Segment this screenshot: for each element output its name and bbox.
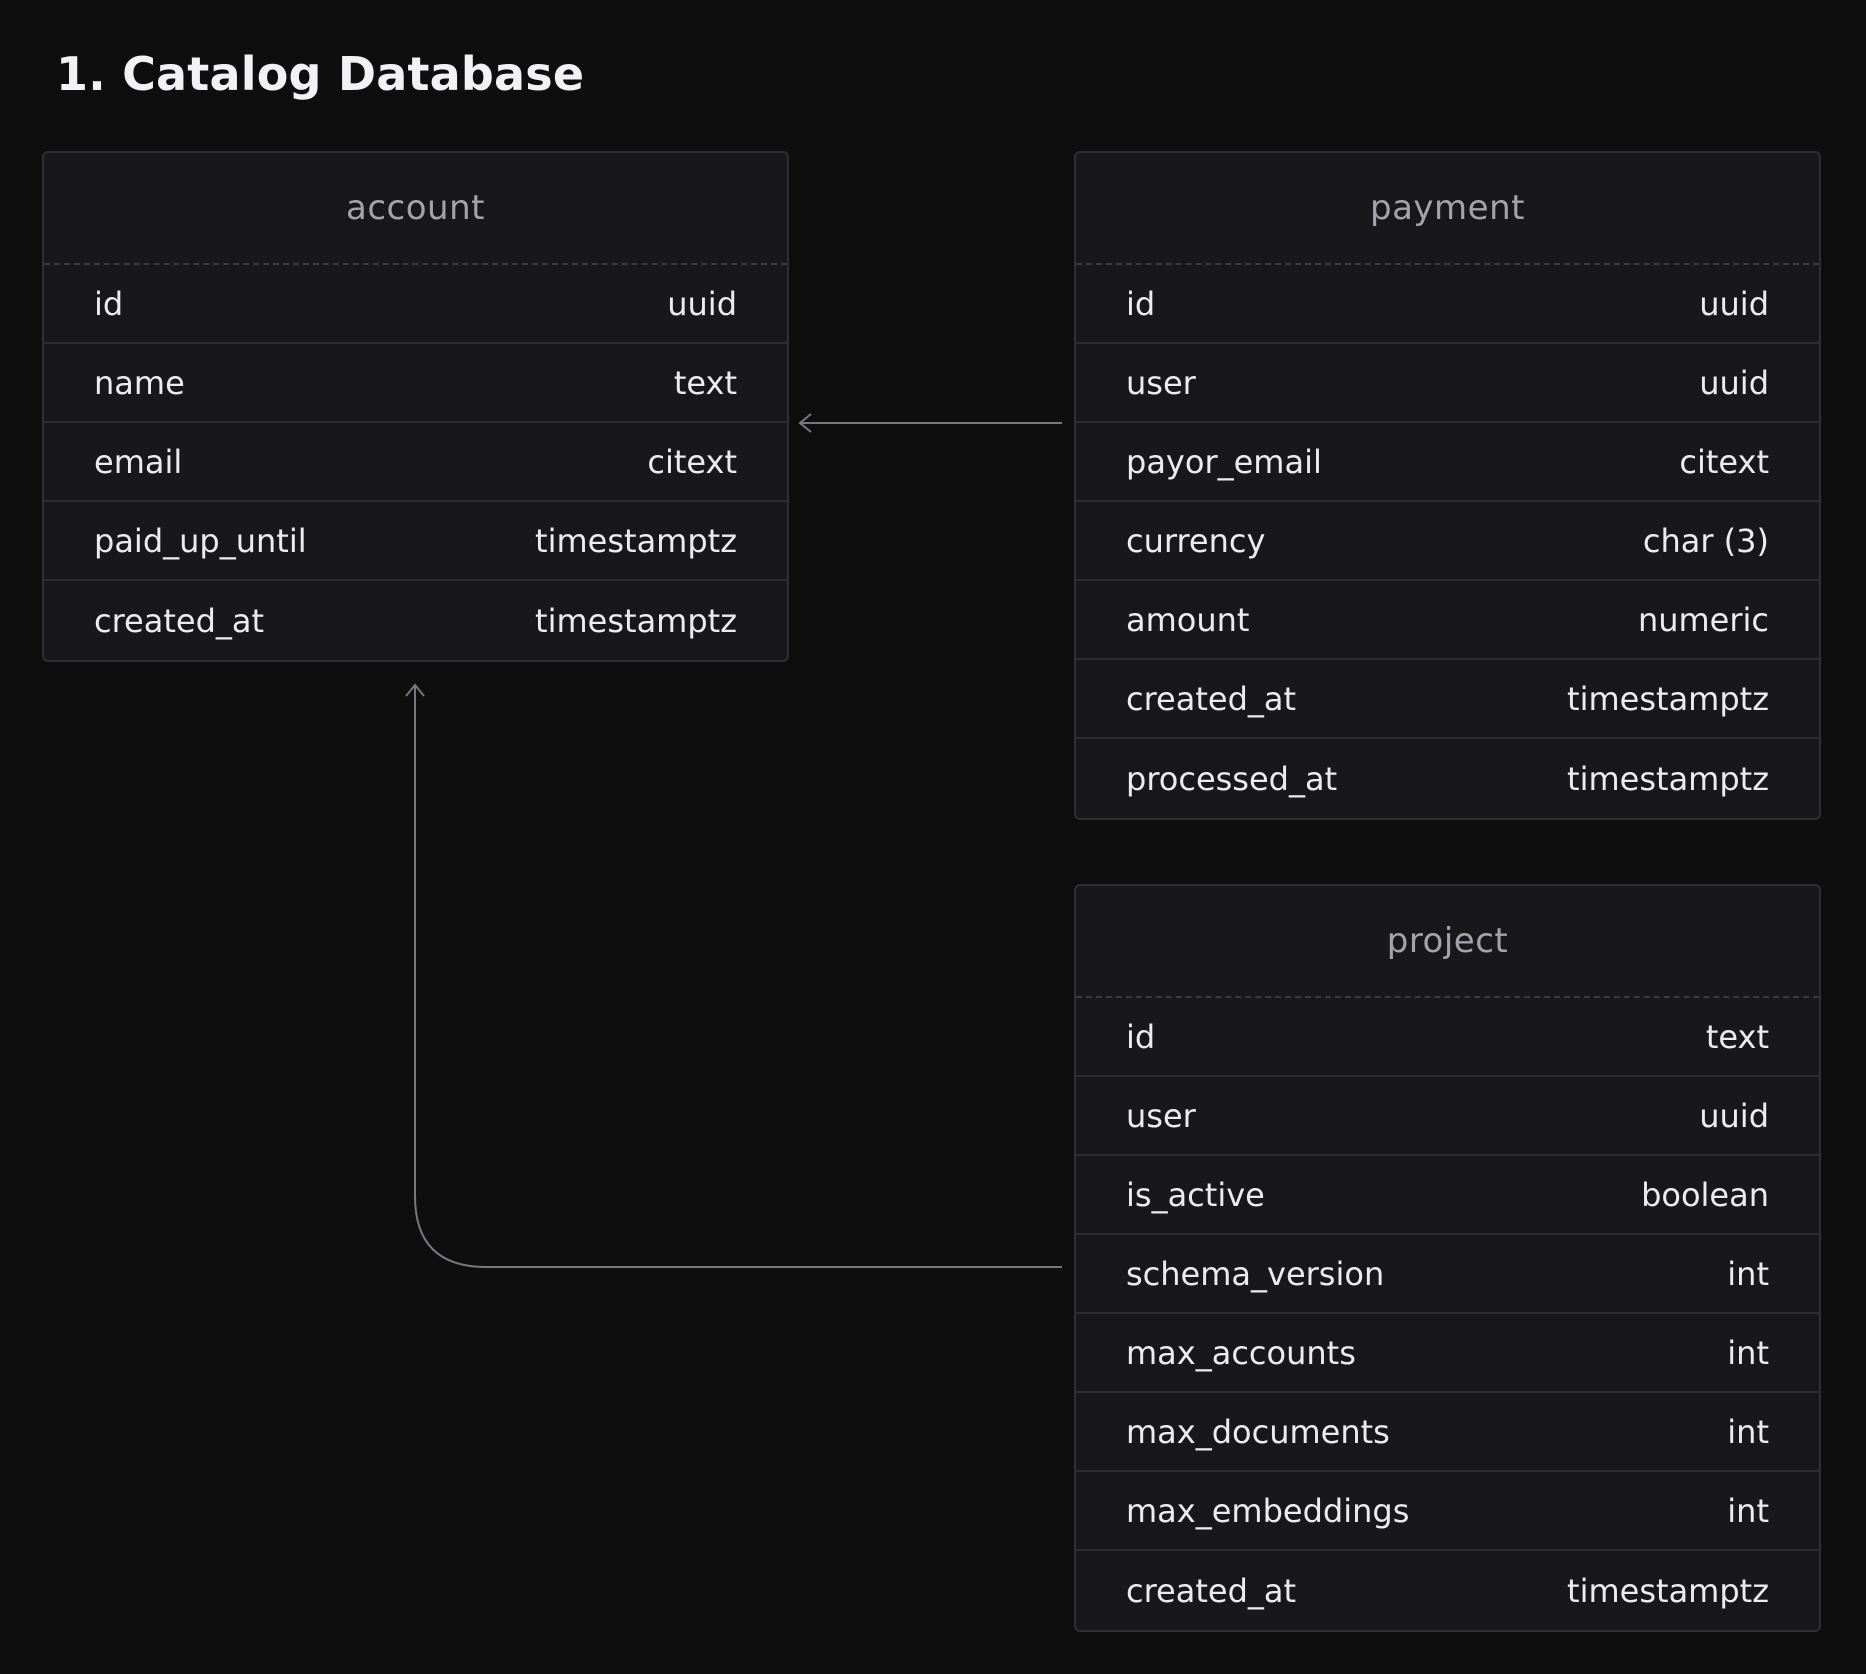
table-row[interactable]: created_at timestamptz [44, 581, 787, 660]
column-name: created_at [1126, 680, 1296, 718]
column-type: timestamptz [1567, 1572, 1769, 1610]
column-name: user [1126, 364, 1196, 402]
table-payment[interactable]: payment id uuid user uuid payor_email ci… [1074, 151, 1821, 820]
column-type: citext [1679, 443, 1769, 481]
column-type: uuid [667, 285, 737, 323]
column-type: int [1727, 1334, 1769, 1372]
table-row[interactable]: email citext [44, 423, 787, 502]
table-row[interactable]: currency char (3) [1076, 502, 1819, 581]
table-header: project [1076, 886, 1819, 998]
column-type: timestamptz [535, 602, 737, 640]
column-name: paid_up_until [94, 522, 307, 560]
column-name: email [94, 443, 182, 481]
table-row[interactable]: max_embeddings int [1076, 1472, 1819, 1551]
column-type: timestamptz [535, 522, 737, 560]
column-type: uuid [1699, 285, 1769, 323]
column-type: int [1727, 1413, 1769, 1451]
column-type: int [1727, 1492, 1769, 1530]
column-name: id [1126, 1018, 1155, 1056]
table-row[interactable]: user uuid [1076, 1077, 1819, 1156]
table-row[interactable]: max_documents int [1076, 1393, 1819, 1472]
column-type: timestamptz [1567, 680, 1769, 718]
column-name: created_at [1126, 1572, 1296, 1610]
column-type: timestamptz [1567, 760, 1769, 798]
column-type: char (3) [1643, 522, 1769, 560]
column-type: int [1727, 1255, 1769, 1293]
table-header: payment [1076, 153, 1819, 265]
column-type: citext [647, 443, 737, 481]
table-row[interactable]: id text [1076, 998, 1819, 1077]
table-row[interactable]: created_at timestamptz [1076, 660, 1819, 739]
connector-project-to-account [406, 685, 1062, 1267]
table-row[interactable]: amount numeric [1076, 581, 1819, 660]
column-name: created_at [94, 602, 264, 640]
table-row[interactable]: id uuid [44, 265, 787, 344]
table-row[interactable]: paid_up_until timestamptz [44, 502, 787, 581]
page-title: 1. Catalog Database [56, 44, 584, 104]
column-name: id [94, 285, 123, 323]
column-type: text [674, 364, 737, 402]
table-header: account [44, 153, 787, 265]
column-name: payor_email [1126, 443, 1322, 481]
table-account[interactable]: account id uuid name text email citext p… [42, 151, 789, 662]
table-row[interactable]: user uuid [1076, 344, 1819, 423]
connector-payment-to-account [800, 414, 1062, 432]
column-name: max_documents [1126, 1413, 1390, 1451]
table-row[interactable]: max_accounts int [1076, 1314, 1819, 1393]
column-type: boolean [1641, 1176, 1769, 1214]
column-name: name [94, 364, 185, 402]
column-name: id [1126, 285, 1155, 323]
column-name: processed_at [1126, 760, 1337, 798]
table-row[interactable]: name text [44, 344, 787, 423]
column-type: numeric [1638, 601, 1769, 639]
table-row[interactable]: is_active boolean [1076, 1156, 1819, 1235]
table-row[interactable]: schema_version int [1076, 1235, 1819, 1314]
column-type: uuid [1699, 364, 1769, 402]
column-type: uuid [1699, 1097, 1769, 1135]
column-name: user [1126, 1097, 1196, 1135]
table-row[interactable]: created_at timestamptz [1076, 1551, 1819, 1630]
column-name: max_embeddings [1126, 1492, 1409, 1530]
table-project[interactable]: project id text user uuid is_active bool… [1074, 884, 1821, 1632]
table-row[interactable]: payor_email citext [1076, 423, 1819, 502]
column-name: amount [1126, 601, 1249, 639]
column-name: schema_version [1126, 1255, 1384, 1293]
column-type: text [1706, 1018, 1769, 1056]
column-name: is_active [1126, 1176, 1265, 1214]
table-row[interactable]: processed_at timestamptz [1076, 739, 1819, 818]
column-name: currency [1126, 522, 1265, 560]
column-name: max_accounts [1126, 1334, 1356, 1372]
table-row[interactable]: id uuid [1076, 265, 1819, 344]
